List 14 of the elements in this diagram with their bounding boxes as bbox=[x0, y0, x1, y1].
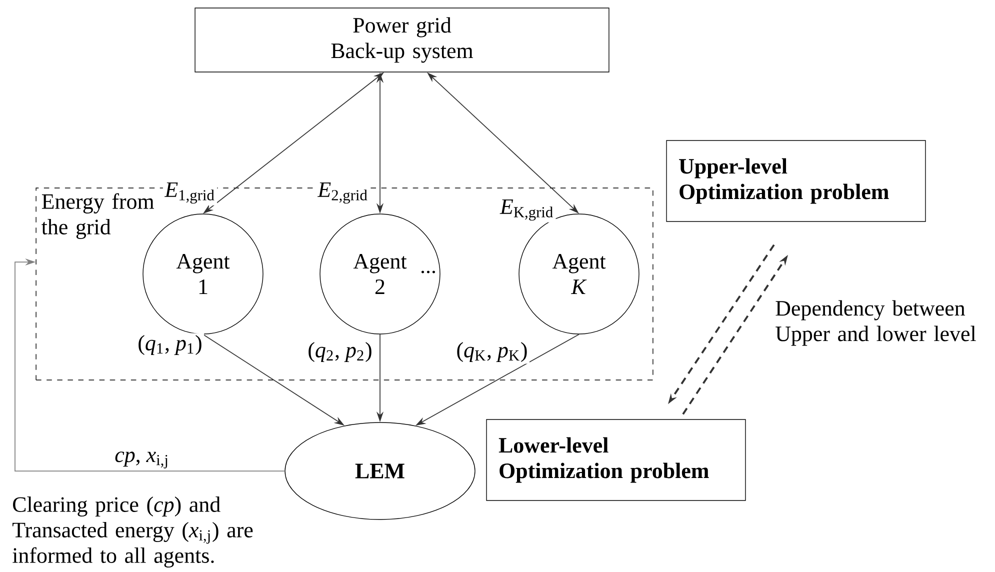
problem-box: Upper-level Optimization problem bbox=[666, 140, 926, 222]
edge-label: (q$_{2}$, p$_{2}$) bbox=[306, 340, 374, 364]
grid-box: Power grid Back-up system bbox=[194, 8, 610, 72]
edge-label: (q$_{K}$, p$_{K}$) bbox=[454, 340, 530, 364]
problem-box: Lower-level Optimization problem bbox=[486, 419, 746, 501]
arrow bbox=[14, 258, 286, 472]
caption-text: Clearing price (cp) and Transacted energy (x$_{i,j}$) are informed to all agents. bbox=[12, 496, 253, 568]
edge-label: (q$_{1}$, p$_{1}$) bbox=[136, 333, 204, 357]
edge-label: E$_{1,grid}$ bbox=[162, 180, 218, 206]
edge-label: E$_{K,grid}$ bbox=[498, 198, 556, 222]
annotation-text: Dependency between Upper and lower level bbox=[776, 300, 976, 346]
edge-label: E$_{2,grid}$ bbox=[316, 180, 370, 206]
edge-label: cp, x$_{i,j}$ bbox=[112, 450, 172, 470]
ellipsis-label: ... bbox=[421, 270, 436, 274]
